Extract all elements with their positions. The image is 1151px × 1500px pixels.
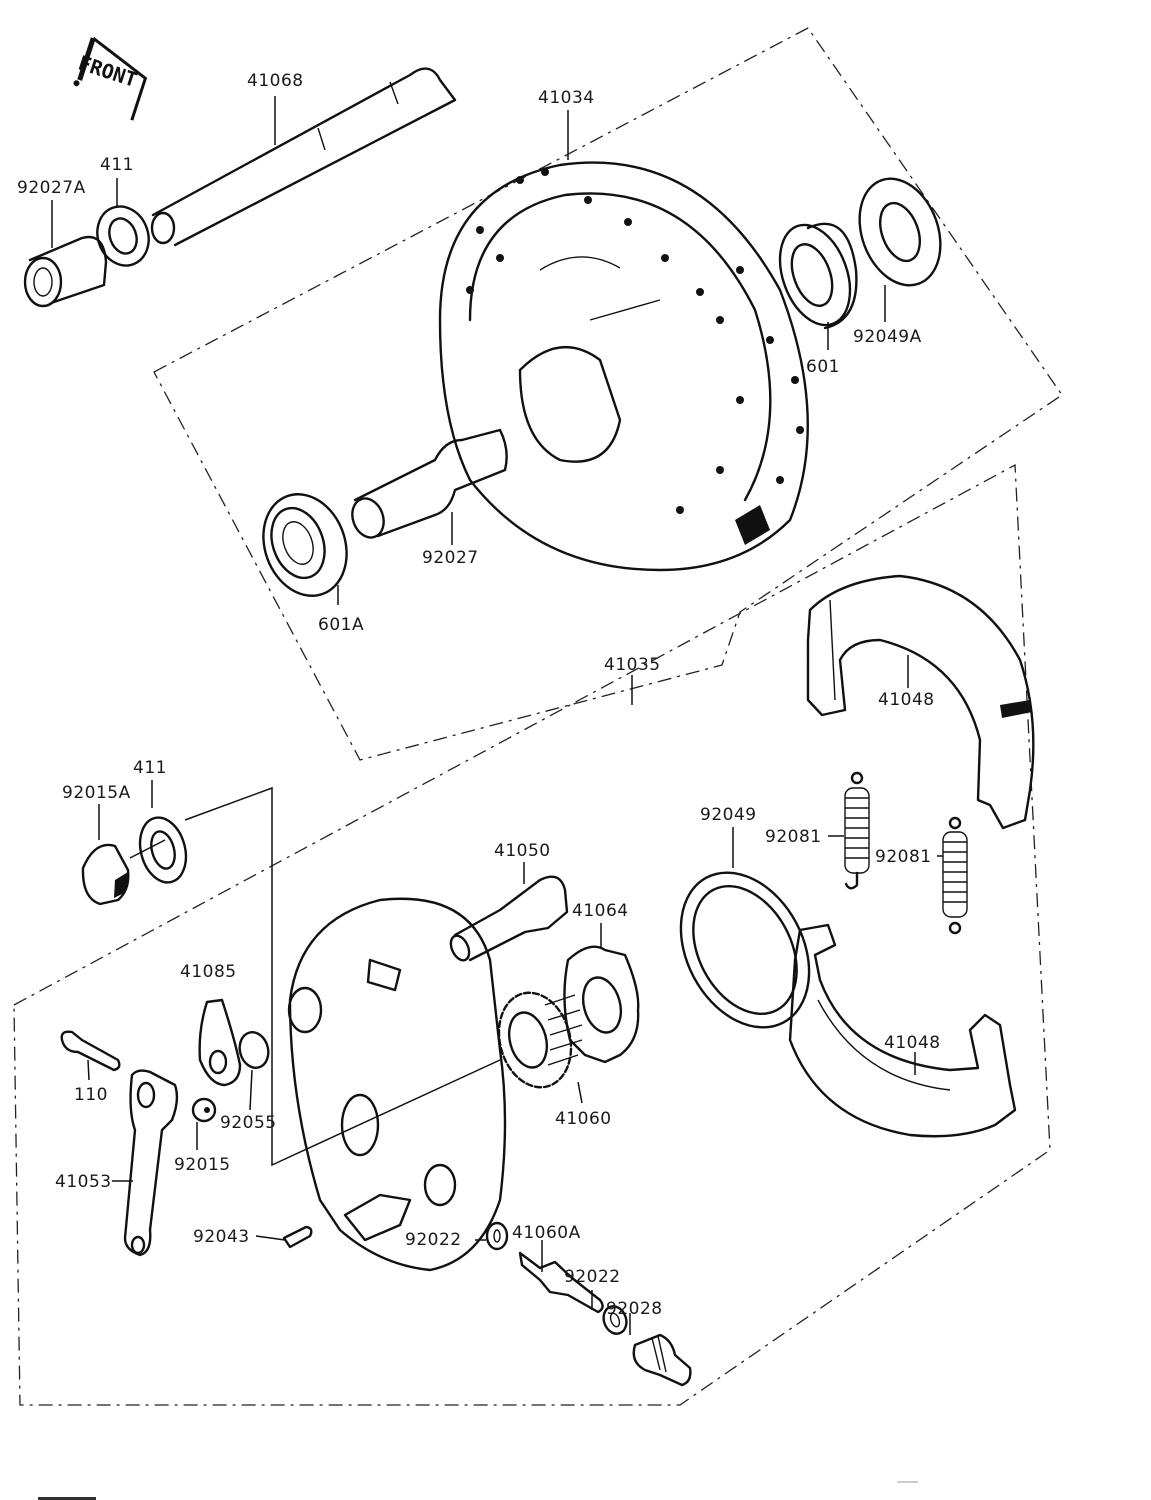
front-direction-badge: FRONT (73, 37, 148, 121)
label-41050: 41050 (494, 841, 551, 861)
bushing-92028 (632, 1333, 692, 1387)
label-92015: 92015 (174, 1155, 231, 1175)
label-41060: 41060 (555, 1109, 612, 1129)
label-92022-panel: 92022 (405, 1230, 462, 1250)
cam-lever-41053 (123, 1069, 179, 1257)
label-92022-pinion: 92022 (564, 1267, 621, 1287)
label-41085: 41085 (180, 962, 237, 982)
front-arrow-icon (73, 80, 80, 87)
oil-seal-411-panel (129, 816, 188, 884)
label-110: 110 (74, 1085, 108, 1105)
label-92055: 92055 (220, 1113, 277, 1133)
washer-92055 (238, 1031, 270, 1069)
meter-gear-41060 (497, 991, 583, 1089)
label-92027: 92027 (422, 548, 479, 568)
label-92028: 92028 (606, 1299, 663, 1319)
label-411-panel: 411 (133, 758, 167, 778)
label-601: 601 (806, 357, 840, 377)
label-92027a: 92027A (17, 178, 86, 198)
bearing-601a (262, 493, 348, 597)
leader-92055 (249, 1069, 253, 1111)
cam-shaft-41050 (449, 875, 569, 962)
spring-92081-left (844, 771, 870, 890)
wheel-hub-41034 (438, 161, 809, 572)
label-92081-right: 92081 (875, 847, 932, 867)
label-41068: 41068 (247, 71, 304, 91)
brake-panel (287, 897, 507, 1272)
label-411-top: 411 (100, 155, 134, 175)
brake-panel-assembly-outline (13, 463, 1051, 1406)
label-92081-left: 92081 (765, 827, 822, 847)
pin-92043 (282, 1225, 313, 1249)
axle-nut-92015a (81, 843, 130, 906)
label-92049: 92049 (700, 805, 757, 825)
bolt-110 (60, 1030, 121, 1072)
brake-seal-92049 (679, 871, 811, 1029)
collar-92027a (23, 235, 108, 308)
label-601a: 601A (318, 615, 364, 635)
hub-assembly-outline (153, 27, 1063, 761)
nut-92015 (191, 1097, 217, 1123)
spring-92081-right (942, 816, 968, 935)
oil-seal-411-top (96, 205, 150, 267)
axle-reference-line (184, 786, 501, 1167)
front-label: FRONT (75, 51, 140, 92)
leader-92043 (255, 1235, 286, 1241)
meter-pinion-41060a (518, 1251, 604, 1314)
brake-shoe-41048-top (806, 574, 1035, 830)
label-41053: 41053 (55, 1172, 112, 1192)
gear-housing-plate-41064 (563, 945, 640, 1064)
label-92049a: 92049A (853, 327, 922, 347)
leader-41060 (577, 1081, 583, 1104)
label-41064: 41064 (572, 901, 629, 921)
leader-110 (87, 1059, 90, 1081)
label-41048-top: 41048 (878, 690, 935, 710)
label-41035: 41035 (604, 655, 661, 675)
label-41048-bottom: 41048 (884, 1033, 941, 1053)
washer-92022-pinion (602, 1305, 628, 1335)
washer-92022-panel (485, 1221, 509, 1251)
label-41034: 41034 (538, 88, 595, 108)
oil-seal-92049a (858, 177, 942, 287)
collar-92027 (351, 428, 508, 539)
footer-mark-left (38, 1497, 96, 1500)
label-92015a: 92015A (62, 783, 131, 803)
label-92043: 92043 (193, 1227, 250, 1247)
label-41060a: 41060A (512, 1223, 581, 1243)
bearing-601 (778, 222, 858, 330)
brake-shoe-41048-bottom (788, 923, 1017, 1138)
axle-41068 (150, 67, 457, 247)
wear-indicator-41085 (198, 998, 242, 1087)
